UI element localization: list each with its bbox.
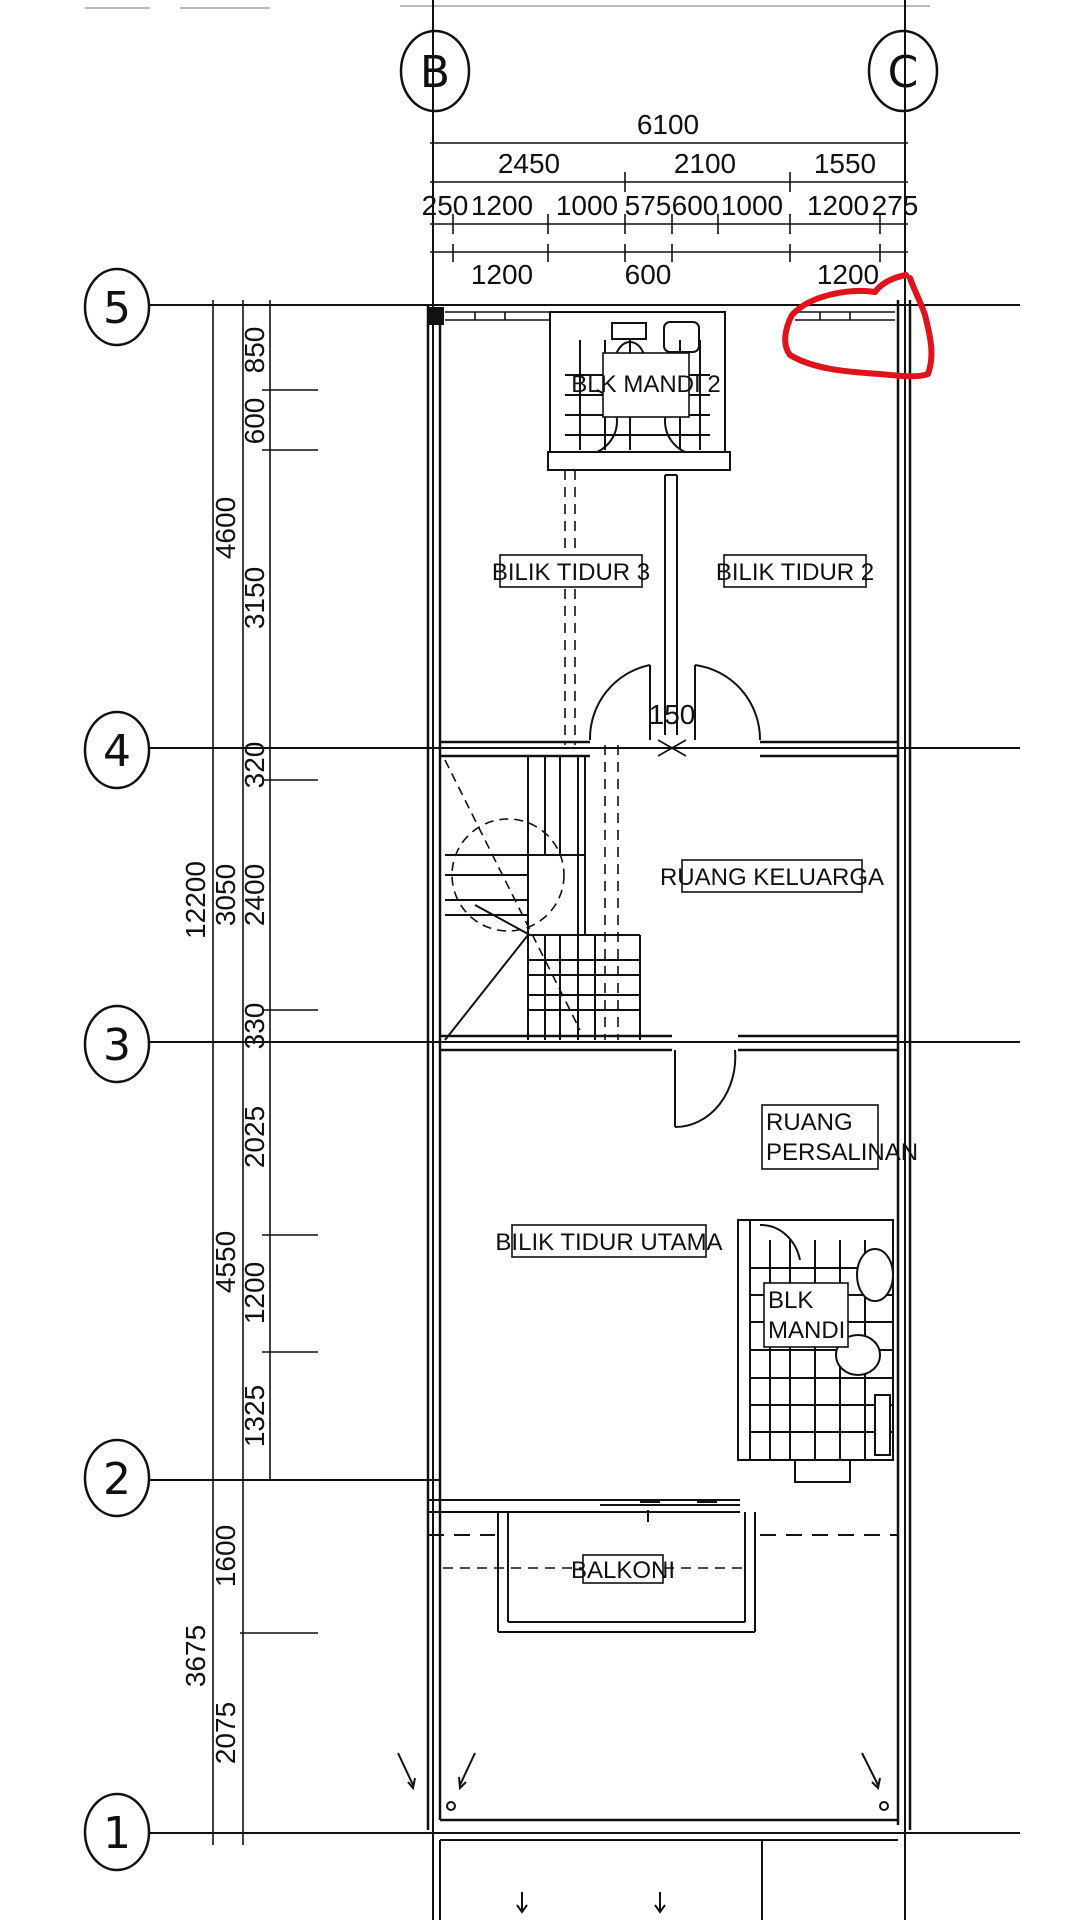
bedroom-2-label: BILIK TIDUR 2 — [716, 559, 874, 586]
dim-depth-minor-1: 850 — [239, 327, 270, 374]
roof-slope-arrows — [397, 1752, 889, 1811]
dim-width-seg-1: 2450 — [498, 148, 560, 179]
left-dimension-chains — [205, 300, 320, 1845]
grid-label-1: 1 — [103, 1808, 131, 1859]
dim-overall-depth: 12200 — [180, 861, 211, 939]
master-bathroom-label-line2: MANDI — [768, 1317, 845, 1344]
top-dimension-chains — [430, 133, 908, 262]
dim-window-2: 600 — [625, 259, 672, 290]
top-window-strip — [445, 311, 895, 321]
master-bathroom-label-line1: BLK — [768, 1287, 813, 1314]
dressing-room-label-line2: PERSALINAN — [766, 1139, 918, 1166]
dim-depth-minor-2: 600 — [239, 398, 270, 445]
dim-width-seg-3: 1550 — [814, 148, 876, 179]
dim-depth-major-3: 4550 — [210, 1231, 241, 1293]
dim-depth-minor-9: 1325 — [239, 1385, 270, 1447]
dim-depth-minor-4: 320 — [239, 742, 270, 789]
grid-bubble-3: 3 — [83, 1004, 151, 1084]
porch-below — [439, 1839, 898, 1920]
outer-walls — [426, 300, 912, 1830]
dim-depth-minor-3: 3150 — [239, 567, 270, 629]
header-scan-artifacts — [85, 5, 930, 9]
red-annotation-circle — [782, 272, 935, 380]
bedroom-doors — [588, 664, 762, 741]
master-bedroom-label-box — [511, 1224, 707, 1258]
bedroom-2-label-box — [723, 554, 867, 588]
grid-bubble-5: 5 — [83, 267, 151, 347]
staircase — [444, 756, 641, 1041]
corner-column — [428, 307, 444, 325]
master-bedroom-label: BILIK TIDUR UTAMA — [495, 1229, 722, 1256]
dim-detail-2: 1200 — [471, 190, 533, 221]
balcony-label: BALKONI — [571, 1557, 675, 1584]
dim-depth-minor-7: 2025 — [239, 1106, 270, 1168]
family-room-label-box — [681, 859, 863, 893]
grid-label-B: B — [420, 47, 450, 98]
dressing-room-label-line1: RUANG — [766, 1109, 853, 1136]
grid-label-4: 4 — [103, 726, 131, 777]
grid-label-3: 3 — [103, 1020, 131, 1071]
family-room-label: RUANG KELUARGA — [660, 864, 884, 891]
dim-depth-major-4: 3675 — [180, 1625, 211, 1687]
dim-detail-6: 1000 — [721, 190, 783, 221]
corridor-dashed-lines — [443, 470, 745, 1569]
dim-window-3: 1200 — [817, 259, 879, 290]
grid-label-C: C — [888, 47, 919, 98]
grid-bubble-B: B — [399, 29, 471, 113]
grid-label-5: 5 — [103, 283, 131, 334]
dressing-room-label-box — [761, 1104, 879, 1170]
dim-detail-8: 275 — [872, 190, 919, 221]
dim-depth-minor-8: 1200 — [239, 1262, 270, 1324]
dim-detail-3: 1000 — [556, 190, 618, 221]
dim-detail-1: 250 — [422, 190, 469, 221]
grid-label-2: 2 — [103, 1454, 131, 1505]
bedroom-partition — [664, 474, 678, 735]
grid-bubble-C: C — [867, 29, 939, 113]
wall-grid-3 — [440, 1034, 898, 1052]
grid-bubble-4: 4 — [83, 710, 151, 790]
dim-depth-major-2: 3050 — [210, 864, 241, 926]
grid-bubble-2: 2 — [83, 1438, 151, 1518]
dim-depth-minor-5: 2400 — [239, 864, 270, 926]
dim-depth-minor-6: 330 — [239, 1003, 270, 1050]
bathroom-2-label: BLK MANDI 2 — [571, 371, 720, 398]
master-bathroom — [737, 1219, 894, 1483]
dim-depth-major-1: 4600 — [210, 497, 241, 559]
bathroom-2-label-box — [602, 352, 690, 418]
grid-bubble-1: 1 — [83, 1792, 151, 1872]
dim-window-1: 1200 — [471, 259, 533, 290]
dim-wall-gap: 150 — [649, 699, 696, 730]
balcony-label-box — [582, 1554, 664, 1584]
staircase-dashed-arc — [444, 759, 581, 1031]
bedroom-3-label: BILIK TIDUR 3 — [492, 559, 650, 586]
dim-overall-width: 6100 — [637, 109, 699, 140]
dim-depth-minor-10: 1600 — [210, 1525, 241, 1587]
bedroom-3-label-box — [499, 554, 643, 588]
master-bedroom-door — [674, 1049, 737, 1129]
wall-grid-4 — [440, 740, 898, 758]
balcony-outline — [428, 1499, 756, 1633]
dim-width-seg-2: 2100 — [674, 148, 736, 179]
dim-detail-5: 600 — [672, 190, 719, 221]
dim-detail-7: 1200 — [807, 190, 869, 221]
master-bathroom-label-box — [763, 1282, 849, 1348]
gap-marker-2 — [657, 739, 687, 757]
dim-depth-minor-11: 2075 — [210, 1702, 241, 1764]
dim-detail-4: 575 — [625, 190, 672, 221]
